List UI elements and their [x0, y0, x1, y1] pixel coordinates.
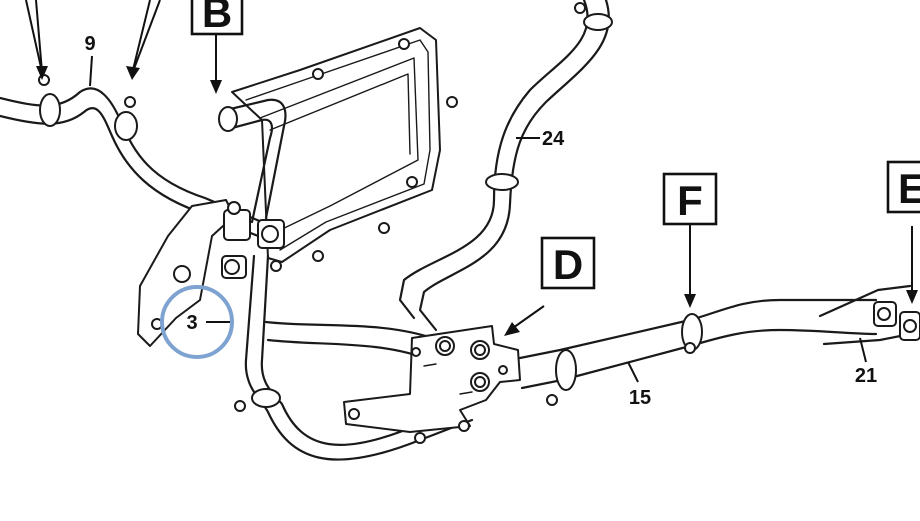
- view-letter-e: E: [898, 165, 920, 212]
- cooler-frame: [231, 27, 458, 272]
- supply-hose-lower-loop: [234, 254, 474, 461]
- view-ref-d: D: [540, 236, 596, 290]
- upper-return-pipe: [0, 74, 264, 238]
- view-ref-e: E: [886, 160, 920, 214]
- view-letter-f: F: [677, 177, 703, 224]
- highlight-ring[interactable]: [160, 285, 234, 359]
- view-letter-b: B: [202, 0, 232, 36]
- left-bracket: [137, 199, 285, 347]
- callout-24: 24: [542, 128, 565, 150]
- callout-15: 15: [629, 387, 651, 409]
- arrowheads: [36, 66, 918, 336]
- view-ref-f: F: [662, 172, 718, 226]
- callout-3: 3: [186, 312, 197, 334]
- callout-21: 21: [855, 365, 877, 387]
- radiator-inlet-stub: [218, 98, 287, 224]
- manifold-plate: [343, 325, 521, 444]
- pipe-15: [518, 298, 878, 406]
- view-ref-b: B: [190, 0, 244, 36]
- pipe-24: [398, 0, 613, 332]
- pipe-21: [818, 284, 920, 346]
- leader-lines: [25, 0, 913, 383]
- view-letter-d: D: [553, 241, 583, 288]
- callout-9: 9: [84, 33, 95, 55]
